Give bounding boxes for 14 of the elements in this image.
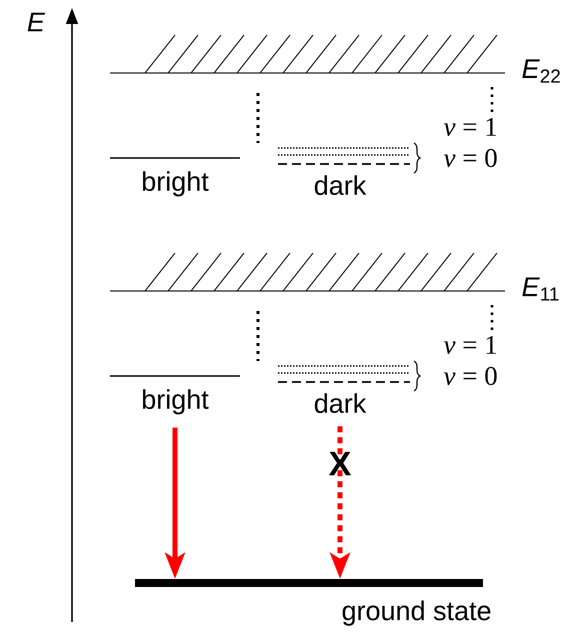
edge-label: X [328,452,352,476]
node-label: ground state [342,600,490,626]
axis-label: E [28,12,46,32]
dark-level: dark [278,365,410,414]
quantum-number: ν = 1 [444,118,496,136]
level-label: E$_{22}$ [522,59,560,83]
bright-level: bright [110,157,240,196]
ground-state-level: ground state [135,579,490,626]
quantum-number: ν = 0 [444,366,497,386]
dark-level: dark [278,147,410,196]
quantum-number: ν = 0 [444,148,497,168]
quantum-number: ν = 1 [444,336,496,354]
level-label: E$_{11}$ [522,278,558,300]
bright-level: bright [110,375,240,414]
